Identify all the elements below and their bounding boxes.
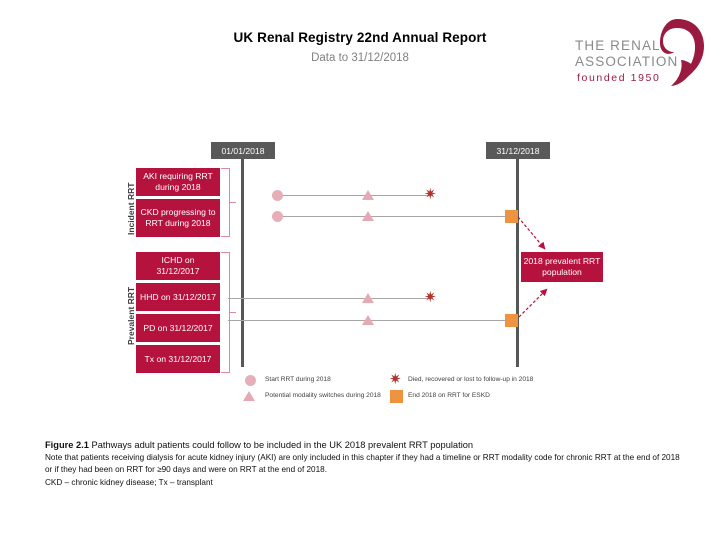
figure-caption: Figure 2.1 Pathways adult patients could…: [45, 440, 685, 487]
logo-text-line1: THE RENAL: [575, 38, 661, 53]
page-title: UK Renal Registry 22nd Annual Report: [233, 30, 487, 45]
outcome-arrows: [517, 216, 548, 318]
marker-start-rrt-incident-ckd[interactable]: [272, 211, 283, 222]
logo-text-line2: ASSOCIATION: [575, 54, 679, 69]
timeline-label-start: 01/01/2018: [211, 142, 275, 159]
timeline-axis-start: [241, 155, 244, 367]
legend-label-modality-switch: Potential modality switches during 2018: [265, 392, 381, 399]
timeline-label-end: 31/12/2018: [486, 142, 550, 159]
arrow-incident-to-outcome: [517, 216, 546, 250]
arrow-prevalent-to-outcome: [518, 288, 548, 318]
marker-modality-switch-prevalent-hhd[interactable]: [362, 293, 374, 303]
logo-founded-text: founded 1950: [577, 72, 661, 84]
legend-marker-circle-icon: [245, 375, 256, 386]
marker-modality-switch-incident-ckd[interactable]: [362, 211, 374, 221]
legend-marker-triangle-icon: [243, 391, 255, 401]
marker-end-on-rrt-incident-ckd[interactable]: [505, 210, 518, 223]
bracket-prevalent: [221, 252, 230, 373]
category-box-aki[interactable]: AKI requiring RRT during 2018: [136, 168, 220, 196]
renal-association-logo: THE RENAL ASSOCIATION founded 1950: [565, 16, 705, 96]
timeline-axis-end: [516, 155, 519, 367]
category-box-pd[interactable]: PD on 31/12/2017: [136, 314, 220, 342]
pathway-line-incident-aki: [281, 195, 431, 197]
page-subtitle: Data to 31/12/2018: [311, 52, 409, 64]
caption-figure-number: Figure 2.1: [45, 440, 89, 450]
caption-title-line: Figure 2.1 Pathways adult patients could…: [45, 440, 685, 450]
category-box-tx[interactable]: Tx on 31/12/2017: [136, 345, 220, 373]
bracket-incident: [221, 168, 230, 237]
legend-label-end-on-rrt: End 2018 on RRT for ESKD: [408, 392, 490, 399]
bracket-incident-stub: [230, 202, 236, 204]
legend-label-start-rrt: Start RRT during 2018: [265, 376, 331, 383]
legend-marker-square-icon: [390, 390, 403, 403]
marker-end-on-rrt-prevalent-pd[interactable]: [505, 314, 518, 327]
marker-modality-switch-incident-aki[interactable]: [362, 190, 374, 200]
outcome-box-prevalent-population[interactable]: 2018 prevalent RRT population: [521, 252, 603, 282]
caption-note: Note that patients receiving dialysis fo…: [45, 453, 680, 474]
marker-died-prevalent-hhd[interactable]: ✷: [424, 289, 437, 306]
marker-start-rrt-incident-aki[interactable]: [272, 190, 283, 201]
category-box-ckd[interactable]: CKD progressing to RRT during 2018: [136, 199, 220, 237]
section-label-prevalent-rrt: Prevalent RRT: [126, 286, 136, 345]
marker-modality-switch-prevalent-pd[interactable]: [362, 315, 374, 325]
caption-title-text: Pathways adult patients could follow to …: [88, 440, 474, 450]
legend-marker-star-icon: ✷: [389, 371, 402, 388]
section-label-incident-rrt: Incident RRT: [126, 182, 136, 235]
pathway-line-prevalent-hhd: [228, 298, 431, 300]
logo-swirl-icon: [660, 19, 704, 86]
caption-abbreviations: CKD – chronic kidney disease; Tx – trans…: [45, 478, 213, 487]
marker-died-incident-aki[interactable]: ✷: [424, 186, 437, 203]
legend-label-died: Died, recovered or lost to follow-up in …: [408, 376, 534, 383]
category-box-hhd[interactable]: HHD on 31/12/2017: [136, 283, 220, 311]
pathway-line-incident-ckd: [281, 216, 506, 218]
category-box-ichd[interactable]: ICHD on 31/12/2017: [136, 252, 220, 280]
bracket-prevalent-stub: [230, 312, 236, 314]
